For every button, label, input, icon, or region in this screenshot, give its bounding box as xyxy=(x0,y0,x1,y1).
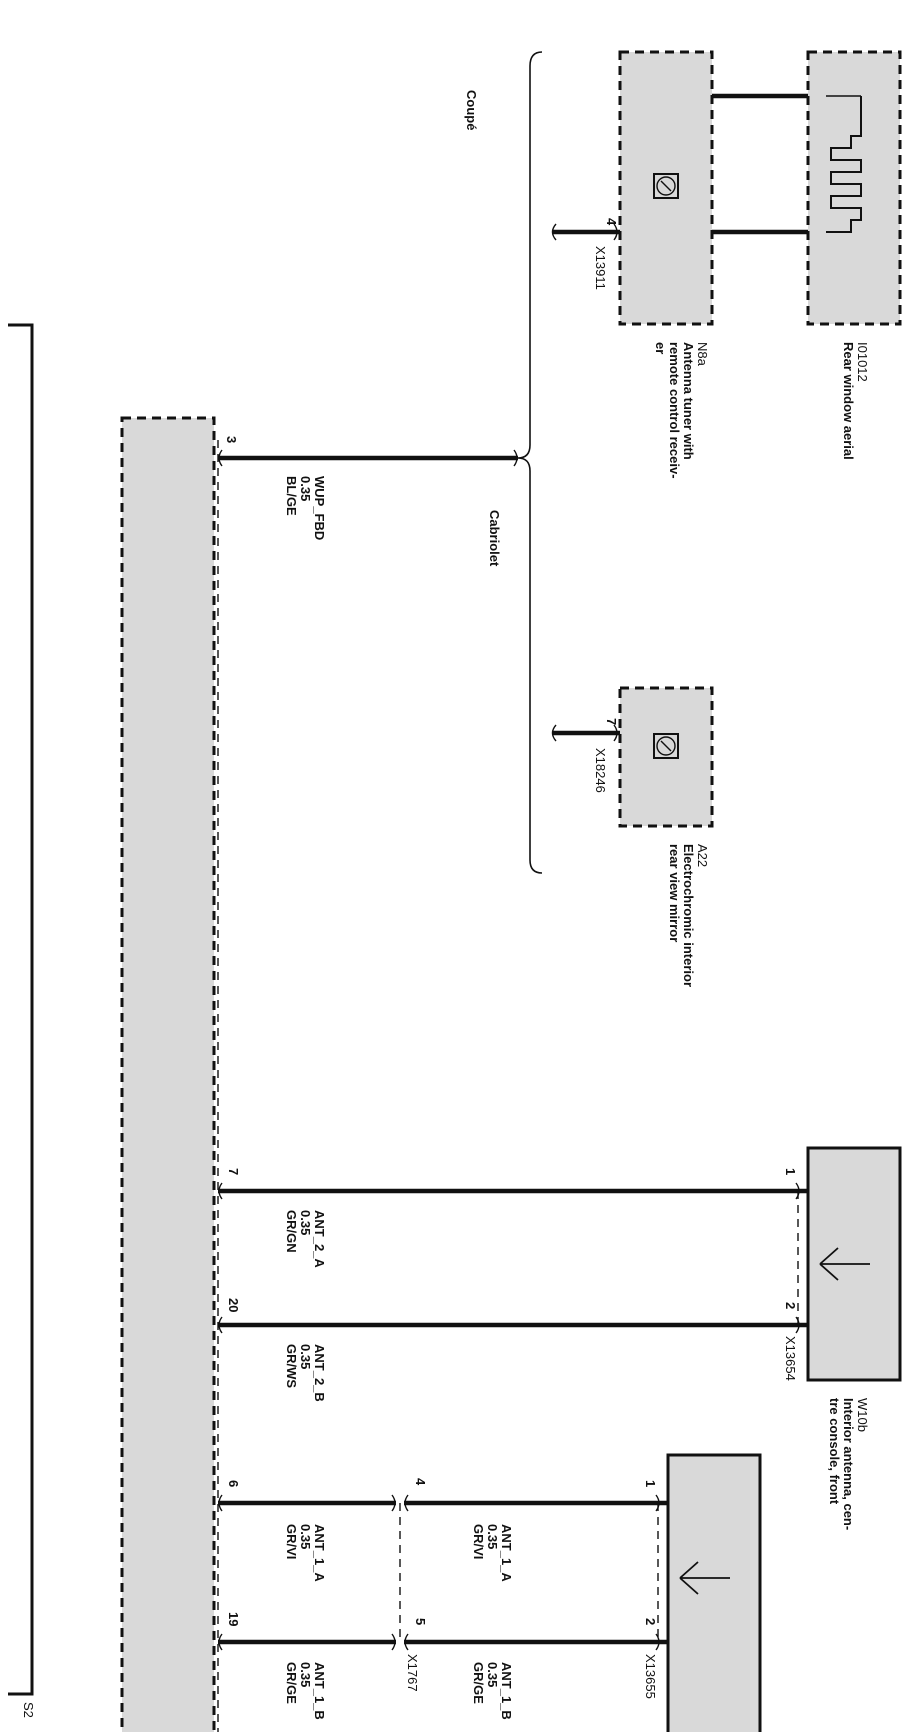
antenna-rear-symbol xyxy=(679,1561,730,1595)
antenna-front-connector: X13654 xyxy=(783,1336,798,1381)
wup-pin: 3 xyxy=(224,436,239,443)
ant1b-name: ANT_1_B xyxy=(312,1662,327,1720)
receiver-id: S2 xyxy=(21,1702,36,1718)
mirror-id: A22 xyxy=(695,844,710,867)
tuner-symbol-circle xyxy=(656,176,676,196)
ant1a-size: 0.35 xyxy=(298,1524,313,1549)
wup-name: WUP_FBD xyxy=(312,476,327,540)
tuner-desc-2: remote control receiv- xyxy=(667,342,682,479)
tuner-symbol xyxy=(653,173,679,199)
tuner-desc-3: er xyxy=(653,342,668,354)
inline-pin-a: 4 xyxy=(413,1478,428,1486)
ant1b-in-name: ANT_1_B xyxy=(499,1662,514,1720)
rear-aerial-desc: Rear window aerial xyxy=(841,342,856,460)
mirror-pin: 7 xyxy=(604,718,619,725)
mirror-desc-1: Electrochromic interior xyxy=(681,844,696,987)
ant1a-in-connector-symbol xyxy=(404,1494,660,1512)
rear-aerial-id: I01012 xyxy=(855,342,870,382)
wup-size: 0.35 xyxy=(298,476,313,501)
mirror-desc-2: rear view mirror xyxy=(667,844,682,942)
ant1b-in-connector-symbol xyxy=(404,1633,660,1651)
ant1a-connector-symbol xyxy=(218,1494,396,1512)
mirror-symbol-line xyxy=(660,740,672,752)
ant1a-name: ANT_1_A xyxy=(312,1524,327,1582)
tuner-symbol-line xyxy=(660,180,672,192)
inline-connector-id: X1767 xyxy=(405,1654,420,1692)
variant-cabriolet: Cabriolet xyxy=(487,510,502,567)
ant1a-pin: 6 xyxy=(226,1480,241,1487)
antenna-rear-pin-a: 1 xyxy=(643,1480,658,1487)
ant1a-color: GR/VI xyxy=(284,1524,299,1559)
ant1b-connector-symbol xyxy=(218,1633,396,1651)
variant-coupe: Coupé xyxy=(464,90,479,130)
ant1b-color: GR/GE xyxy=(284,1662,299,1704)
ant2a-color: GR/GN xyxy=(284,1210,299,1253)
tuner-pin: 4 xyxy=(604,218,619,226)
ant2a-connector-symbol xyxy=(218,1182,800,1200)
ant2a-name: ANT_2_A xyxy=(312,1210,327,1268)
ant2b-color: GR/WS xyxy=(284,1344,299,1388)
antenna-front-desc-2: tre console, front xyxy=(827,1398,842,1505)
tuner-connector-symbol xyxy=(551,223,618,241)
ant2b-name: ANT_2_B xyxy=(312,1344,327,1402)
mirror-connector: X18246 xyxy=(593,748,608,793)
ant1b-size: 0.35 xyxy=(298,1662,313,1687)
antenna-front-symbol xyxy=(819,1247,870,1281)
antenna-front-pin-b: 2 xyxy=(783,1302,798,1309)
control-unit-box xyxy=(120,416,216,1732)
ant1a-in-color: GR/VI xyxy=(471,1524,486,1559)
mirror-symbol xyxy=(653,733,679,759)
rear-aerial-grid xyxy=(826,96,862,233)
antenna-front-pin-a: 1 xyxy=(783,1168,798,1175)
ant1b-in-color: GR/GE xyxy=(471,1662,486,1704)
ant2a-pin: 7 xyxy=(226,1168,241,1175)
ant2b-pin: 20 xyxy=(226,1298,241,1312)
antenna-front-id: W10b xyxy=(855,1398,870,1432)
antenna-rear-pin-b: 2 xyxy=(643,1618,658,1625)
rear-aerial-box xyxy=(806,50,902,326)
ant1b-in-size: 0.35 xyxy=(485,1662,500,1687)
variant-brace xyxy=(517,51,543,874)
tuner-id: N8a xyxy=(695,342,710,367)
ant1a-in-name: ANT_1_A xyxy=(499,1524,514,1582)
mirror-connector-symbol xyxy=(551,724,618,742)
inline-pin-b: 5 xyxy=(413,1618,428,1625)
wup-color: BL/GE xyxy=(284,476,299,516)
tuner-desc-1: Antenna tuner with xyxy=(681,342,696,460)
receiver-outline xyxy=(8,323,34,1696)
ant2b-connector-symbol xyxy=(218,1316,800,1334)
antenna-rear-box xyxy=(666,1453,762,1732)
ant2a-size: 0.35 xyxy=(298,1210,313,1235)
ant1a-in-size: 0.35 xyxy=(485,1524,500,1549)
tuner-connector: X13911 xyxy=(593,246,608,290)
ant2b-size: 0.35 xyxy=(298,1344,313,1369)
antenna-rear-connector: X13655 xyxy=(643,1654,658,1699)
mirror-symbol-circle xyxy=(656,736,676,756)
antenna-front-desc-1: Interior antenna, cen- xyxy=(841,1398,856,1530)
tuner-box xyxy=(618,50,714,326)
ant1b-pin: 19 xyxy=(226,1612,241,1626)
wup-connector-symbol xyxy=(218,449,518,467)
